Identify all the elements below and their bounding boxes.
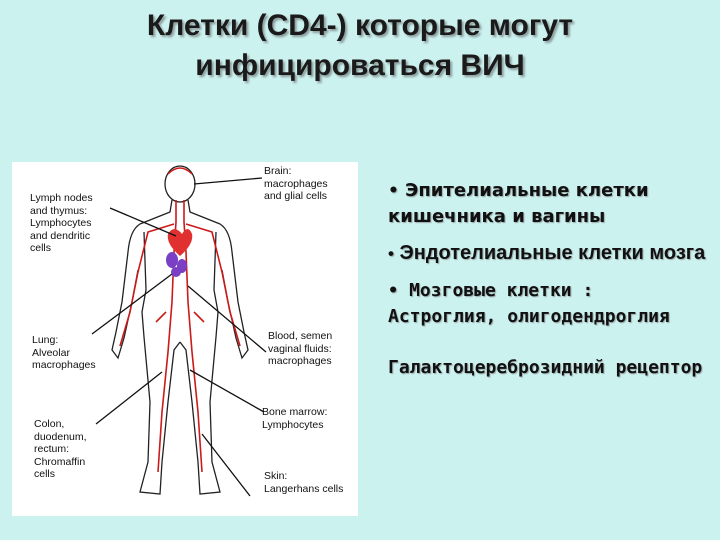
- body-outline: [111, 165, 249, 495]
- bullet-item: • Мозговые клетки : Астроглия, олигоденд…: [388, 278, 708, 329]
- bullet-marker: •: [388, 181, 399, 201]
- bullet-marker: •: [388, 281, 399, 301]
- heart-icon: [167, 229, 193, 256]
- title-line-1: Клетки (CD4-) которые могут: [146, 9, 574, 42]
- bullet-text: Мозговые клетки : Астроглия, олигодендро…: [388, 280, 670, 327]
- bullet-item: • Эндотелиальные клетки мозга: [388, 241, 708, 266]
- label-colon: Colon, duodenum, rectum: Chromaffin cell…: [34, 418, 87, 480]
- label-lung: Lung: Alveolar macrophages: [32, 334, 96, 371]
- bullet-item: Галактоцереброзидний рецептор: [388, 355, 708, 380]
- label-bone-marrow: Bone marrow: Lymphocytes: [262, 406, 328, 431]
- lymph-node-icons: [166, 252, 187, 277]
- label-brain: Brain: macrophages and glial cells: [264, 165, 328, 202]
- bullet-text: Эндотелиальные клетки мозга: [399, 242, 706, 264]
- body-illustration: [91, 165, 267, 497]
- blood-vessels: [119, 200, 241, 473]
- slide-title: Клетки (CD4-) которые могут инфицировать…: [0, 6, 720, 86]
- label-skin: Skin: Langerhans cells: [264, 470, 344, 495]
- bullet-item: • Эпителиальные клетки кишечника и вагин…: [388, 178, 708, 229]
- pointer-lines: [91, 177, 267, 497]
- label-lymph-nodes: Lymph nodes and thymus: Lymphocytes and …: [30, 192, 93, 254]
- brain-icon: [167, 167, 193, 175]
- bullet-text: Галактоцереброзидний рецептор: [388, 357, 703, 378]
- label-blood: Blood, semen vaginal fluids: macrophages: [268, 330, 333, 367]
- anatomy-figure: Brain: macrophages and glial cells Lymph…: [12, 162, 358, 516]
- bullet-marker: •: [388, 244, 394, 263]
- bullet-text: Эпителиальные клетки кишечника и вагины: [388, 180, 649, 227]
- title-line-2: инфицироваться ВИЧ: [195, 49, 525, 82]
- bullet-list: • Эпителиальные клетки кишечника и вагин…: [388, 178, 708, 400]
